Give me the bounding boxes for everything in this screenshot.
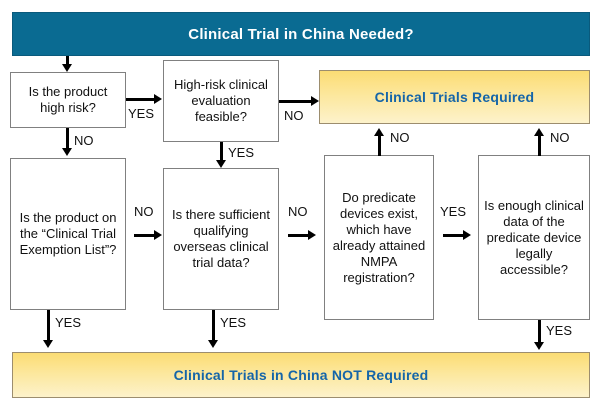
decision-q2-label: High-risk clinical evaluation feasible? [174,77,268,124]
decision-q1-label: Is the product high risk? [28,84,108,115]
decision-q5-predicate-devices[interactable]: Do predicate devices exist, which have a… [324,155,434,320]
arrow-q3-yes-to-not-required [41,310,55,348]
edge-label-q6-no: NO [550,130,570,145]
edge-label-q4-yes: YES [220,315,247,330]
arrow-q6-no-to-required [532,128,546,156]
decision-q6-data-accessible[interactable]: Is enough clinical data of the predicate… [478,155,590,320]
decision-q5-label: Do predicate devices exist, which have a… [332,189,426,285]
outcome-banner-not-required: Clinical Trials in China NOT Required [12,352,590,398]
decision-q2-high-risk-evaluation[interactable]: High-risk clinical evaluation feasible? [163,60,279,142]
edge-label-q4-no: NO [288,204,308,219]
header-banner-label: Clinical Trial in China Needed? [188,25,414,43]
outcome-banner-not-required-label: Clinical Trials in China NOT Required [173,367,429,383]
arrow-q2-no-to-required [279,94,319,108]
decision-q4-overseas-data[interactable]: Is there sufficient qualifying overseas … [163,168,279,310]
edge-label-q5-yes: YES [440,204,467,219]
arrow-q6-yes-to-not-required [532,320,546,350]
arrow-q1-no-to-q3 [60,128,74,156]
header-banner: Clinical Trial in China Needed? [12,12,590,56]
edge-label-q5-no: NO [390,130,410,145]
outcome-banner-required-label: Clinical Trials Required [374,89,535,105]
decision-q4-label: Is there sufficient qualifying overseas … [171,207,271,270]
decision-q1-high-risk[interactable]: Is the product high risk? [10,72,126,128]
decision-q3-label: Is the product on the “Clinical Trial Ex… [19,210,117,257]
edge-label-q3-no: NO [134,204,154,219]
edge-label-q3-yes: YES [55,315,82,330]
arrow-q3-no-to-q4 [134,228,162,242]
edge-label-q2-yes: YES [228,145,255,160]
arrow-q1-yes-to-q2 [126,92,162,106]
decision-q3-exemption-list[interactable]: Is the product on the “Clinical Trial Ex… [10,158,126,310]
arrow-q4-yes-to-not-required [206,310,220,348]
outcome-banner-required: Clinical Trials Required [319,70,590,124]
arrow-q5-no-to-required [372,128,386,156]
edge-label-q2-no: NO [284,108,304,123]
arrow-q4-no-to-q5 [288,228,316,242]
edge-label-q1-yes: YES [128,106,155,121]
arrow-q5-yes-to-q6 [443,228,471,242]
decision-q6-label: Is enough clinical data of the predicate… [484,197,584,277]
edge-label-q1-no: NO [74,133,94,148]
edge-label-q6-yes: YES [546,323,573,338]
arrow-start-to-q1 [60,56,74,72]
arrow-q2-yes-to-q4 [214,142,228,168]
